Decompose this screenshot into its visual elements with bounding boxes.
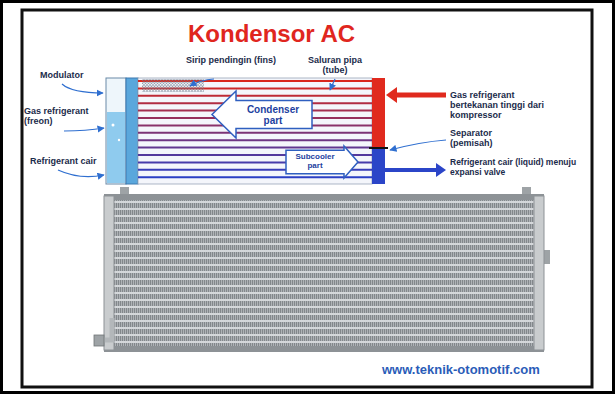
title: Kondensor AC [188, 20, 355, 48]
core [138, 78, 372, 184]
bubble [112, 124, 115, 127]
left-header [126, 78, 138, 184]
part-label: Modulator [40, 70, 84, 80]
condenser-schematic [106, 78, 446, 184]
part-label: Separator (pemisah) [450, 128, 520, 148]
tube [138, 139, 372, 141]
part-label: Sirip pendingin (fins) [186, 55, 276, 65]
part-text: Subcooler part [292, 153, 338, 171]
photo-fitting [94, 335, 104, 346]
photo-core [114, 198, 534, 348]
tube [138, 176, 372, 178]
modulator-tank [106, 78, 126, 184]
tubes [138, 81, 372, 177]
right-header-liquid [372, 148, 385, 184]
inlet-arrowhead [386, 87, 397, 103]
frame [22, 10, 592, 387]
tube [138, 147, 372, 149]
fins [142, 79, 204, 92]
part-label: Gas refrigerant bertekanan tinggi dari k… [450, 90, 550, 120]
leader-line [190, 79, 214, 86]
condenser-arrow: Condenser part [212, 91, 312, 138]
condenser-photo [94, 187, 550, 352]
leader-line [62, 84, 103, 93]
outlet-arrowhead [436, 163, 446, 177]
leader-line [64, 128, 104, 131]
right-header-hot [372, 78, 385, 148]
photo-rail [104, 346, 544, 352]
inlet-arrow [394, 93, 446, 98]
photo-tank [534, 196, 544, 350]
part-label: Refrigerant cair [30, 156, 97, 166]
leader-line [330, 79, 335, 90]
part-label: Gas refrigerant (freon) [24, 106, 106, 126]
leader-line [58, 170, 104, 177]
outlet-arrow [385, 168, 437, 172]
part-text: Condenser part [242, 104, 304, 126]
tube [138, 95, 372, 97]
arrow-outline [212, 91, 312, 138]
part-label: Refrigerant cair (liquid) menuju expansi… [450, 158, 582, 177]
leader-lines [58, 79, 446, 177]
subcooler-arrow: Subcooler part [286, 146, 358, 178]
separator-plate [369, 147, 388, 149]
watermark-url: www.teknik-otomotif.com [382, 363, 540, 378]
leader-line [390, 140, 446, 150]
mount-tab [544, 250, 550, 264]
bubble [118, 139, 120, 141]
part-label: Saluran pipa (tube) [300, 55, 370, 75]
arrow-outline [286, 146, 358, 178]
tube [138, 132, 372, 134]
photo-rail [104, 194, 544, 200]
modulator-liquid [107, 112, 125, 183]
